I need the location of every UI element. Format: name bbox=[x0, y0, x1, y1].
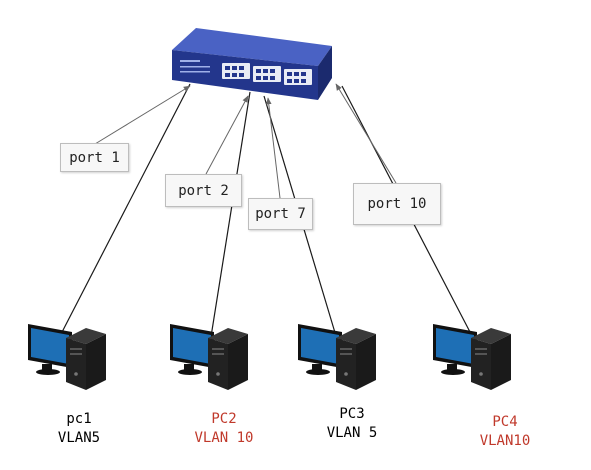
pc4-vlan: VLAN10 bbox=[479, 433, 531, 449]
pc4-label: PC4 VLAN10 bbox=[460, 413, 550, 451]
port-7-callout: port 7 bbox=[248, 198, 313, 230]
callout-arrows bbox=[94, 83, 397, 199]
pc3-label: PC3 VLAN 5 bbox=[307, 405, 397, 443]
pc4-name: PC4 bbox=[492, 414, 518, 430]
port10-arrow bbox=[335, 83, 397, 184]
network-switch-icon bbox=[172, 28, 332, 100]
computer-icon bbox=[28, 324, 106, 390]
pc3-name: PC3 bbox=[339, 406, 365, 422]
port2-arrow bbox=[205, 95, 249, 175]
port7-arrow bbox=[265, 97, 281, 199]
computer-icon bbox=[298, 324, 376, 390]
pc1-vlan: VLAN5 bbox=[57, 430, 101, 446]
port1-arrow bbox=[94, 85, 191, 145]
computer-icon bbox=[433, 324, 511, 390]
pc2-vlan: VLAN 10 bbox=[194, 430, 254, 446]
pc2-label: PC2 VLAN 10 bbox=[179, 410, 269, 448]
port-2-callout: port 2 bbox=[165, 174, 242, 207]
pc2-name: PC2 bbox=[211, 411, 237, 427]
computer-icon bbox=[170, 324, 248, 390]
pc2-link-line bbox=[209, 91, 251, 344]
pc1-name: pc1 bbox=[66, 411, 92, 427]
pc1-label: pc1 VLAN5 bbox=[34, 410, 124, 448]
port-10-callout: port 10 bbox=[353, 183, 441, 225]
pc3-vlan: VLAN 5 bbox=[326, 425, 378, 441]
port-1-callout: port 1 bbox=[60, 143, 129, 172]
pc1-link-line bbox=[59, 83, 191, 337]
